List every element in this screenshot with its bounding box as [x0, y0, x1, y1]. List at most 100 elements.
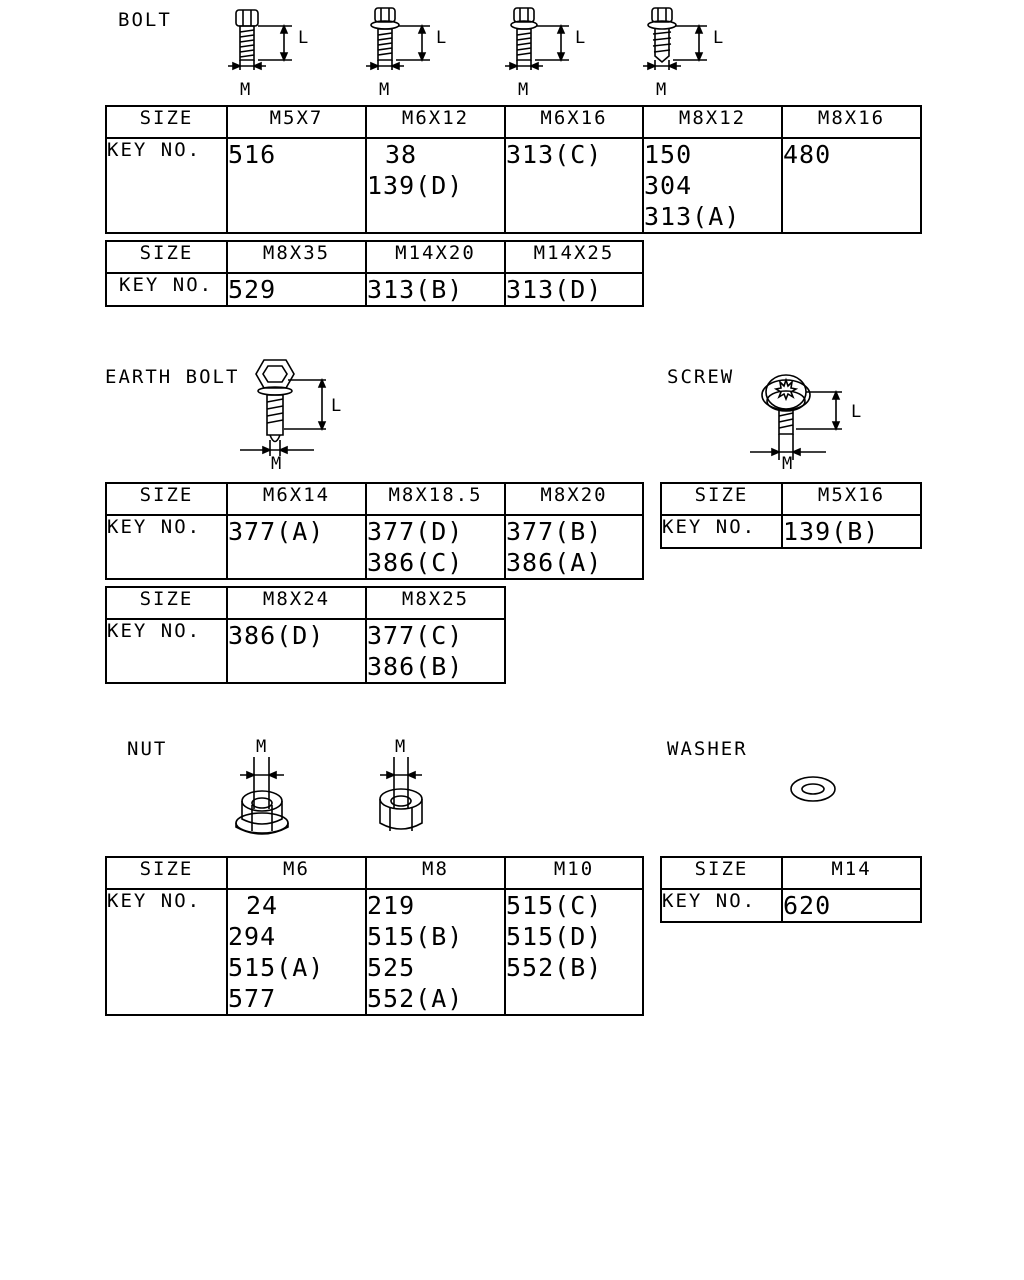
- bolt-length-label: L: [436, 28, 447, 48]
- key-number: 313(A): [644, 202, 741, 231]
- key-no-header: KEY NO.: [105, 272, 228, 307]
- size-cell: M8X25: [365, 586, 506, 620]
- earth-bolt-icon: [236, 356, 356, 471]
- key-number: 377(B): [506, 517, 603, 546]
- earth-bolt-length-label: L: [331, 396, 342, 416]
- key-cell: 377(A): [226, 514, 367, 580]
- size-cell: M14: [781, 856, 922, 890]
- key-cell: 313(D): [504, 272, 644, 307]
- torx-screw-icon: [746, 370, 856, 470]
- hex-nut-icon: [370, 735, 440, 845]
- earth-bolt-diameter-label: M: [271, 454, 282, 474]
- key-no-header: KEY NO.: [105, 514, 228, 580]
- size-cell: M10: [504, 856, 644, 890]
- key-number: 377(D): [367, 517, 464, 546]
- key-cell: 139(B): [781, 514, 922, 549]
- flange-bolt-icon: [503, 6, 593, 76]
- screw-length-label: L: [851, 402, 862, 422]
- size-cell: M5X7: [226, 105, 367, 139]
- key-cell: 377(C)386(B): [365, 618, 506, 684]
- washer-size-table: SIZE M14 KEY NO. 620: [660, 856, 922, 923]
- key-number: 313(B): [367, 275, 464, 304]
- key-number: 480: [783, 140, 832, 169]
- size-cell: M6X12: [365, 105, 506, 139]
- key-cell: 480: [781, 137, 922, 234]
- screw-section-title: SCREW: [667, 366, 735, 388]
- key-number: 515(C): [506, 891, 603, 920]
- key-number: 139(D): [367, 171, 464, 200]
- bolt-diameter-label: M: [379, 80, 390, 100]
- size-header: SIZE: [105, 240, 228, 274]
- key-cell: 313(C): [504, 137, 644, 234]
- key-cell: 377(B)386(A): [504, 514, 644, 580]
- key-number: 620: [783, 891, 832, 920]
- key-number: 386(C): [367, 548, 464, 577]
- flange-bolt-icon: [364, 6, 454, 76]
- bolt-size-table: SIZE M5X7 M6X12 M6X16 M8X12 M8X16 KEY NO…: [105, 105, 922, 234]
- size-cell: M8X20: [504, 482, 644, 516]
- bolt-diameter-label: M: [656, 80, 667, 100]
- key-number: 139(B): [783, 517, 880, 546]
- key-number: 386(B): [367, 652, 464, 681]
- earth-bolt-size-table-2: SIZE M8X24 M8X25 KEY NO. 386(D) 377(C)38…: [105, 586, 506, 684]
- key-number: 150: [644, 140, 693, 169]
- key-number: 377(A): [228, 517, 325, 546]
- size-cell: M14X20: [365, 240, 506, 274]
- earth-bolt-section-title: EARTH BOLT: [105, 366, 240, 388]
- hex-bolt-icon: [226, 6, 316, 76]
- key-cell: 386(D): [226, 618, 367, 684]
- key-no-header: KEY NO.: [105, 137, 228, 234]
- bolt-size-table-2: SIZE M8X35 M14X20 M14X25 KEY NO. 529 313…: [105, 240, 644, 307]
- key-cell: 377(D)386(C): [365, 514, 506, 580]
- key-number: 577: [228, 984, 277, 1013]
- key-number: 219: [367, 891, 416, 920]
- nut-diameter-label: M: [395, 737, 406, 757]
- nut-section-title: NUT: [127, 738, 168, 760]
- tapping-bolt-icon: [641, 6, 731, 76]
- flange-nut-icon: [230, 735, 300, 845]
- bolt-length-label: L: [713, 28, 724, 48]
- key-number: 515(A): [228, 953, 325, 982]
- key-no-header: KEY NO.: [660, 888, 783, 923]
- size-cell: M6: [226, 856, 367, 890]
- size-header: SIZE: [660, 482, 783, 516]
- screw-diameter-label: M: [782, 454, 793, 474]
- key-number: 552(B): [506, 953, 603, 982]
- key-number: 313(D): [506, 275, 603, 304]
- key-cell: 529: [226, 272, 367, 307]
- key-cell: 313(B): [365, 272, 506, 307]
- key-number: 24: [246, 891, 279, 920]
- key-no-header: KEY NO.: [105, 618, 228, 684]
- size-cell: M8X16: [781, 105, 922, 139]
- key-cell: 620: [781, 888, 922, 923]
- key-number: 313(C): [506, 140, 603, 169]
- key-cell: 515(C)515(D)552(B): [504, 888, 644, 1016]
- key-cell: 516: [226, 137, 367, 234]
- bolt-diameter-label: M: [518, 80, 529, 100]
- bolt-length-label: L: [298, 28, 309, 48]
- size-cell: M8X12: [642, 105, 783, 139]
- size-header: SIZE: [105, 586, 228, 620]
- size-header: SIZE: [105, 105, 228, 139]
- size-cell: M6X14: [226, 482, 367, 516]
- key-number: 529: [228, 275, 277, 304]
- key-number: 304: [644, 171, 693, 200]
- washer-section-title: WASHER: [667, 738, 748, 760]
- earth-bolt-size-table: SIZE M6X14 M8X18.5 M8X20 KEY NO. 377(A) …: [105, 482, 644, 580]
- key-number: 515(B): [367, 922, 464, 951]
- size-cell: M8X18.5: [365, 482, 506, 516]
- size-cell: M8: [365, 856, 506, 890]
- key-number: 38: [385, 140, 418, 169]
- key-number: 515(D): [506, 922, 603, 951]
- washer-icon: [786, 772, 846, 808]
- nut-diameter-label: M: [256, 737, 267, 757]
- size-header: SIZE: [660, 856, 783, 890]
- key-no-header: KEY NO.: [660, 514, 783, 549]
- key-number: 552(A): [367, 984, 464, 1013]
- key-number: 377(C): [367, 621, 464, 650]
